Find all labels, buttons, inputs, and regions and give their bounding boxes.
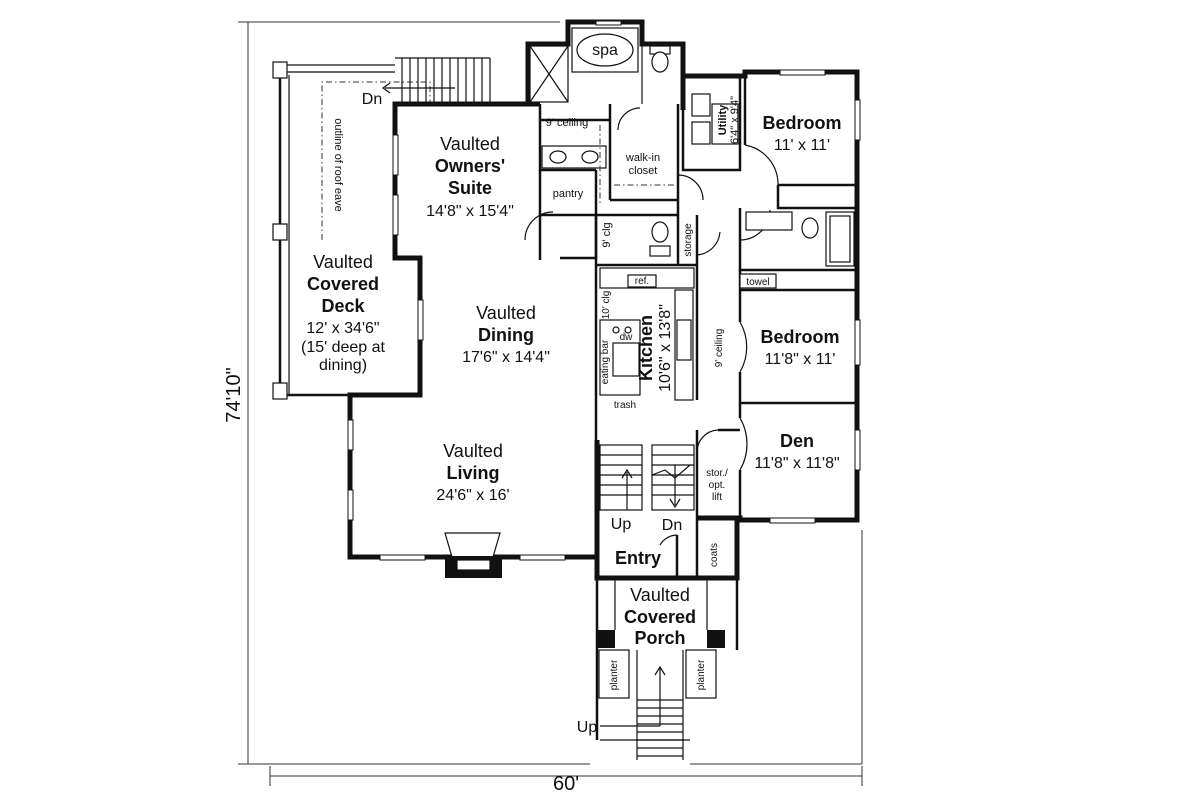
deck-stairs (381, 57, 491, 105)
stair-dn-label: Dn (662, 517, 682, 534)
den-name: Den (780, 431, 814, 451)
stor-lift-label-1: stor./ (706, 468, 728, 479)
trash-label: trash (614, 400, 636, 411)
covered-deck-note2: dining) (319, 357, 367, 374)
living-line2: Living (447, 463, 500, 483)
pantry-label: pantry (553, 188, 584, 200)
windows (347, 20, 861, 561)
interior-stairs (599, 444, 695, 511)
bedroom-1-name: Bedroom (762, 113, 841, 133)
deck-stairs-dn-label: Dn (362, 91, 382, 108)
covered-porch-line2: Covered (624, 607, 696, 627)
owners-suite-size: 14'8" x 15'4" (426, 203, 514, 220)
dw-label: dw (620, 332, 634, 343)
kitchen-fixtures (599, 267, 695, 401)
front-up-label: Up (577, 719, 598, 736)
walk-in-closet-label-1: walk-in (625, 152, 660, 164)
dining-size: 17'6" x 14'4" (462, 349, 550, 366)
covered-porch-structure (595, 578, 739, 760)
towel-label: towel (746, 277, 769, 288)
master-bath-fixtures (529, 27, 671, 169)
dimension-depth: 74'10" (223, 367, 245, 422)
stor-lift-label-2: opt. (709, 480, 726, 491)
planter-right-label: planter (696, 659, 707, 690)
closet-rods (599, 125, 674, 205)
fireplace (444, 532, 502, 578)
spa-label: spa (592, 42, 618, 59)
stair-up-label: Up (611, 516, 632, 533)
dimension-lines (238, 21, 863, 786)
kitchen-size: 10'6" x 13'8" (657, 304, 674, 392)
living-line1: Vaulted (443, 441, 503, 461)
bedroom-1-size: 11' x 11' (774, 137, 830, 154)
kitchen-name: Kitchen (636, 315, 656, 381)
stor-lift-label-3: lift (712, 492, 722, 503)
roof-eave-label: outline of roof eave (332, 118, 344, 212)
coats-label: coats (709, 543, 720, 567)
covered-deck-line2: Covered (307, 274, 379, 294)
covered-deck-note1: (15' deep at (301, 339, 386, 356)
eating-bar-label: eating bar (600, 339, 611, 384)
utility-size: 6'4" x 9'4" (729, 96, 741, 144)
storage-label: storage (683, 223, 694, 257)
owners-suite-line2: Owners' (435, 156, 505, 176)
clg-10-label: 10' clg (601, 291, 612, 320)
entry-name: Entry (615, 548, 661, 568)
dining-line2: Dining (478, 325, 534, 345)
interior-walls (538, 76, 857, 578)
dining-line1: Vaulted (476, 303, 536, 323)
owners-suite-line3: Suite (448, 178, 492, 198)
dimension-width: 60' (553, 773, 579, 795)
ref-label: ref. (635, 276, 649, 287)
covered-deck-line1: Vaulted (313, 252, 373, 272)
clg-9-label: 9' clg (601, 222, 613, 247)
den-size: 11'8" x 11'8" (754, 455, 839, 472)
planter-left-label: planter (609, 659, 620, 690)
covered-porch-line1: Vaulted (630, 585, 690, 605)
covered-deck-size: 12' x 34'6" (306, 320, 379, 337)
utility-fixtures (691, 93, 739, 145)
hall-ceiling-label: 9' ceiling (714, 329, 725, 368)
bedroom-2-size: 11'8" x 11' (765, 351, 836, 368)
covered-porch-line3: Porch (634, 628, 685, 648)
walk-in-closet-label-2: closet (629, 165, 658, 177)
utility-name: Utility (717, 104, 729, 135)
bath-fixtures (649, 211, 855, 289)
owner-ceiling-label: 9' ceiling (546, 117, 588, 129)
owners-suite-line1: Vaulted (440, 134, 500, 154)
bedroom-2-name: Bedroom (760, 327, 839, 347)
covered-deck-line3: Deck (321, 296, 365, 316)
living-size: 24'6" x 16' (436, 487, 509, 504)
